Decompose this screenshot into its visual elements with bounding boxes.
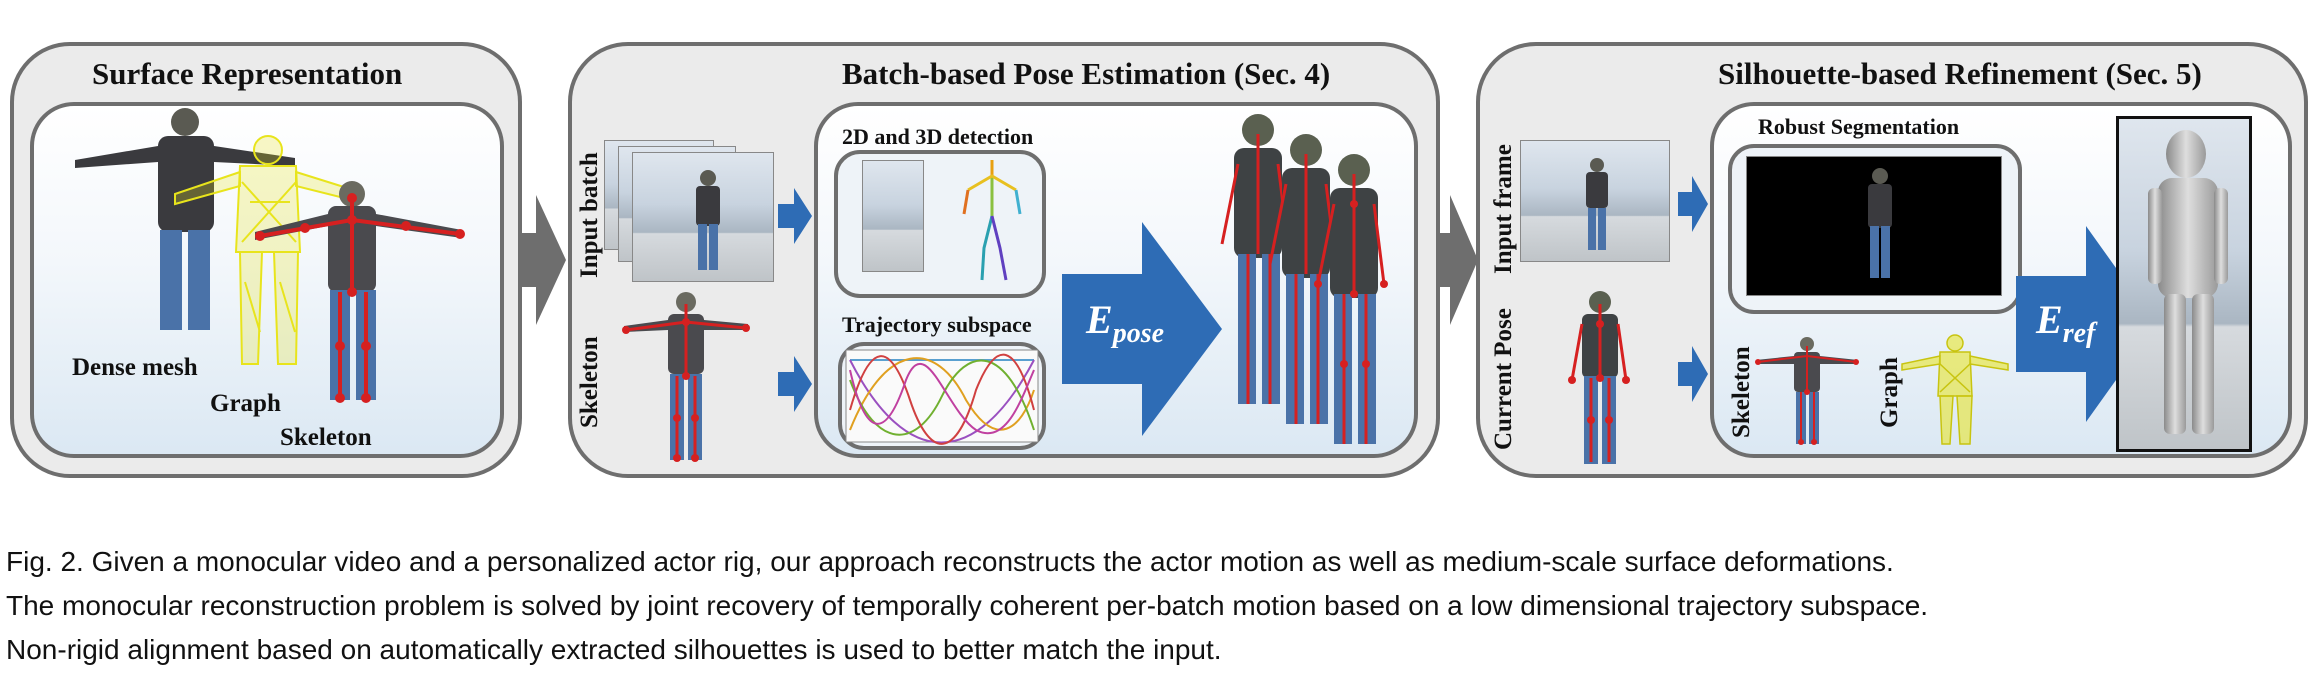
surface-figures-illustration: [75, 108, 465, 403]
skeleton-label: Skeleton: [280, 424, 372, 451]
batch-skeleton-image: [622, 292, 750, 462]
silhouette-refinement-title: Silhouette-based Refinement (Sec. 5): [1718, 56, 2202, 91]
skeleton-person-image: [255, 181, 465, 403]
gray-arrow-2: [1438, 195, 1478, 325]
figure-caption-line-3: Non-rigid alignment based on automatical…: [6, 634, 1222, 665]
input-frame-label: Input frame: [1490, 144, 1517, 274]
pose-estimation-result-figures: [1220, 114, 1388, 444]
batch-skeleton-label: Skeleton: [576, 336, 603, 428]
refinement-energy-subscript: ref: [2062, 318, 2096, 349]
pose-energy-arrow: [1062, 222, 1222, 436]
figure-caption-line-2: The monocular reconstruction problem is …: [6, 590, 1929, 621]
3d-pose-stick-figure: [962, 160, 1022, 281]
refinement-energy-symbol: E: [2036, 297, 2063, 342]
blue-arrow-current-pose: [1678, 346, 1708, 402]
dense-mesh-label: Dense mesh: [72, 354, 198, 381]
pose-energy-subscript: pose: [1112, 318, 1165, 349]
current-pose-label: Current Pose: [1490, 308, 1517, 450]
blue-arrow-input-frame: [1678, 176, 1708, 232]
refine-graph-wireframe-image: [1901, 334, 2009, 445]
detection-input-frame: [862, 160, 924, 272]
blue-arrow-input-batch: [778, 188, 812, 244]
refined-mesh-person-image: [2148, 130, 2228, 434]
batch-pose-estimation-title: Batch-based Pose Estimation (Sec. 4): [842, 56, 1331, 91]
input-batch-person-image: [696, 170, 720, 270]
refinement-energy-label: Eref: [2036, 296, 2095, 350]
robust-segmentation-label: Robust Segmentation: [1758, 114, 1960, 139]
figure-caption-line-1: Fig. 2. Given a monocular video and a pe…: [6, 546, 1894, 577]
graph-label: Graph: [210, 390, 281, 417]
trajectory-basis-plot: [845, 349, 1039, 445]
refine-skeleton-image: [1755, 337, 1859, 445]
pose-energy-label: Epose: [1086, 296, 1164, 350]
pose-energy-symbol: E: [1086, 297, 1113, 342]
detection-label: 2D and 3D detection: [842, 124, 1034, 149]
surface-representation-title: Surface Representation: [92, 56, 403, 91]
segmented-person-image: [1868, 168, 1892, 278]
current-pose-figure: [1568, 291, 1630, 464]
blue-arrow-batch-skeleton: [778, 356, 812, 412]
gray-arrow-1: [520, 195, 566, 325]
input-batch-label: Input batch: [576, 152, 603, 278]
trajectory-label: Trajectory subspace: [842, 312, 1032, 337]
refine-input-person-image: [1586, 158, 1608, 250]
